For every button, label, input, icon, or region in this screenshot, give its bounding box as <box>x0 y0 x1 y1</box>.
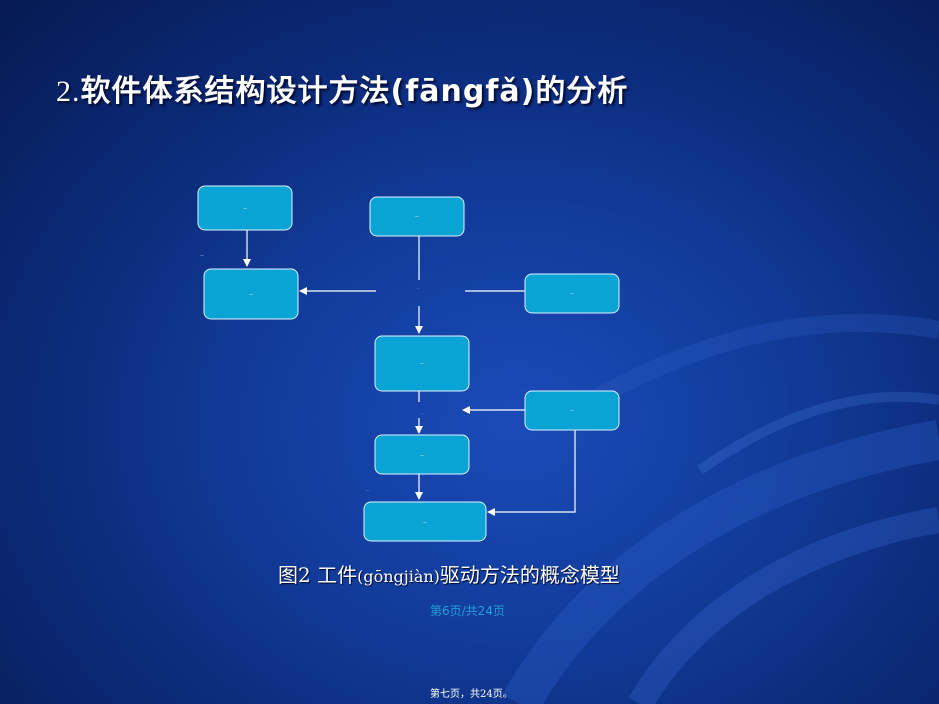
node-7: — <box>374 434 470 475</box>
edge-label-4: ... <box>366 487 370 492</box>
caption-pinyin: (gōngjiàn) <box>357 567 440 586</box>
node-2: — <box>203 268 299 320</box>
node-1: — <box>197 185 293 231</box>
edge-label-1: — <box>200 253 204 258</box>
connectors <box>243 230 576 516</box>
node-4: — <box>524 273 620 314</box>
edge-label-2: .. <box>417 285 420 290</box>
slide-title: 2.软件体系结构设计方法(fāngfǎ)的分析 <box>56 66 628 110</box>
node-1-label: — <box>243 206 247 211</box>
node-6-label: — <box>570 408 574 413</box>
node-8: — <box>363 501 487 542</box>
node-5: — <box>374 335 470 392</box>
node-8-label: — <box>423 520 427 525</box>
title-number: 2. <box>56 75 81 108</box>
node-3-label: — <box>415 214 419 219</box>
node-6: — <box>524 390 620 431</box>
node-3: — <box>369 196 465 237</box>
title-text: 软件体系结构设计方法(fāngfǎ)的分析 <box>80 74 629 109</box>
node-5-label: — <box>420 361 424 366</box>
node-2-label: — <box>249 292 253 297</box>
footer-page-count: 第七页，共24页。 <box>430 689 513 700</box>
edge-label-3: .. <box>421 410 424 415</box>
edge-n6-to-n8 <box>487 430 576 516</box>
caption-prefix: 图2 工件 <box>278 563 358 587</box>
node-4-label: — <box>570 291 574 296</box>
figure-caption: 图2 工件(gōngjiàn)驱动方法的概念模型 <box>278 559 620 588</box>
node-7-label: — <box>420 453 424 458</box>
caption-suffix: 驱动方法的概念模型 <box>439 563 620 587</box>
page-indicator: 第6页/共24页 <box>430 604 505 618</box>
